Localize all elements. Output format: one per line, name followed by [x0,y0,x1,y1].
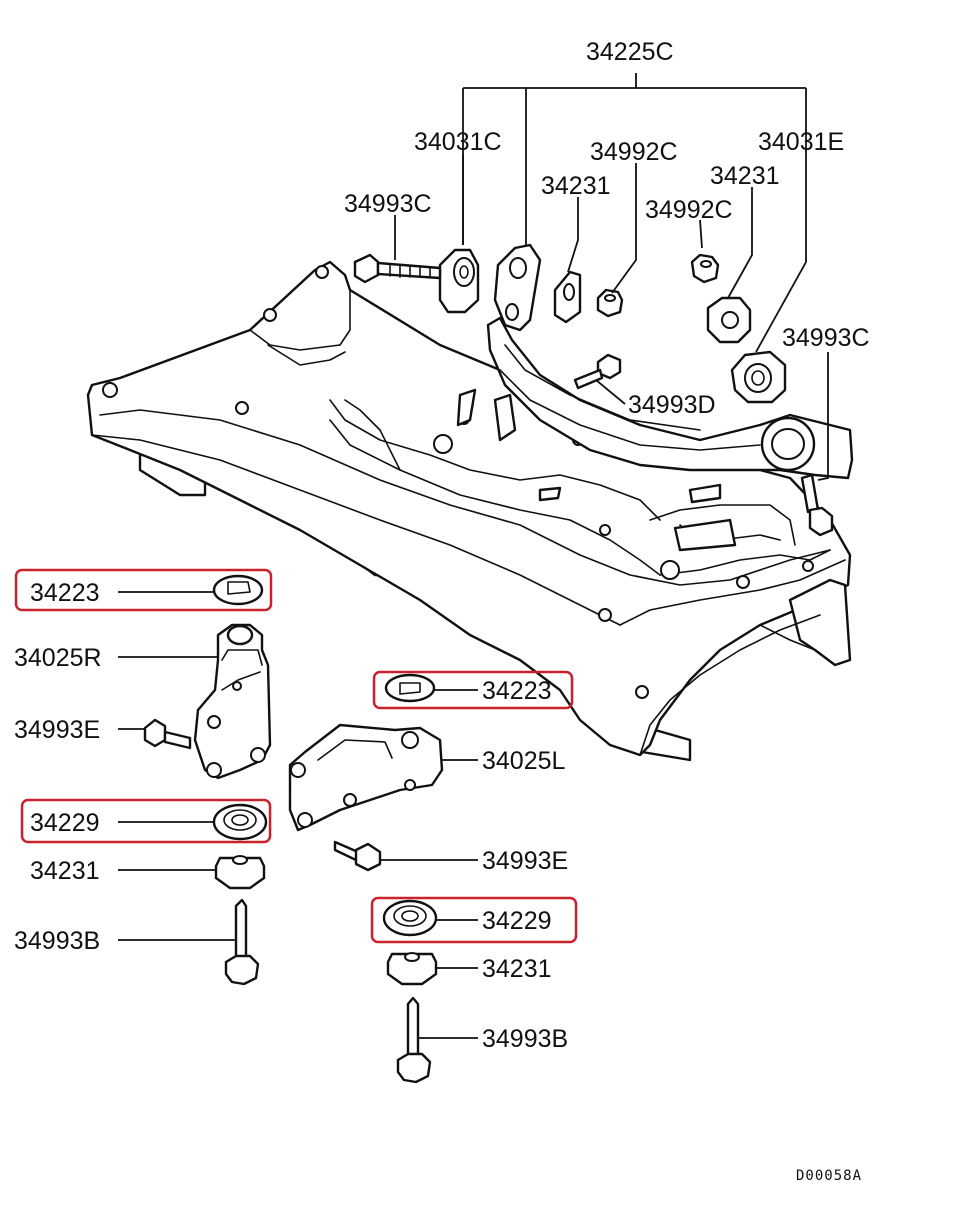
label-34993D: 34993D [628,391,716,419]
mount-bracket-34025L [288,723,444,832]
bolt-34993C-top [353,253,442,284]
label-34031E: 34031E [758,128,844,156]
label-34231-upper: 34231 [541,172,611,200]
cushion-34229-right [382,899,438,937]
bolt-34993B-right [396,996,432,1084]
bolt-34993D [573,353,622,390]
label-34031C: 34031C [414,128,502,156]
bolt-34993E-right [333,840,382,872]
highlight-34229-left [20,798,272,844]
mount-bracket-34025R [193,623,272,780]
label-34223-right: 34223 [482,677,552,705]
label-34225C: 34225C [586,38,674,66]
washer-34231-right [706,296,752,344]
bolt-34993E-left [143,718,192,750]
front-crossmember-frame [86,260,852,762]
bushing-34031E [730,350,787,404]
nut-34992C-upper [596,288,624,318]
label-34231-left: 34231 [30,857,100,885]
bolt-34993B-left [224,898,260,986]
arm-front-link [493,243,542,332]
lower-arm-assembly [486,316,854,480]
bushing-34031C [438,248,480,314]
highlight-34223-right [372,670,574,710]
washer-34223-left [212,574,264,606]
cushion-34229-left [212,803,268,841]
label-34992C-mid: 34992C [645,196,733,224]
nut-34992C-right [690,253,720,284]
label-34993B-left: 34993B [14,927,100,955]
stopper-34231-right [386,952,438,986]
bolt-34993C-right [800,473,834,537]
part-labels: 34225C 34031C 34992C 34031E 34231 34231 … [14,38,870,1184]
diagram-code: D00058A [796,1168,862,1184]
label-34993C-right: 34993C [782,324,870,352]
stopper-34231-left [214,855,266,890]
label-34223-left: 34223 [30,579,100,607]
leader-lines [118,73,829,1039]
label-34993E-right: 34993E [482,847,568,875]
washer-34231-upper [553,270,582,324]
label-34025R: 34025R [14,644,102,672]
arm-rear-bushing [760,416,816,472]
label-34993B-right: 34993B [482,1025,568,1053]
label-34025L: 34025L [482,747,566,775]
highlight-34223-left [14,568,273,612]
label-34993E-left: 34993E [14,716,100,744]
highlight-34229-right [370,896,578,944]
label-34229-right: 34229 [482,907,552,935]
label-34993C-left: 34993C [344,190,432,218]
washer-34223-right [384,673,436,703]
highlight-boxes [14,568,578,944]
label-34992C-top: 34992C [590,138,678,166]
label-34231-right-lower: 34231 [482,955,552,983]
label-34229-left: 34229 [30,809,100,837]
label-34231-right: 34231 [710,162,780,190]
